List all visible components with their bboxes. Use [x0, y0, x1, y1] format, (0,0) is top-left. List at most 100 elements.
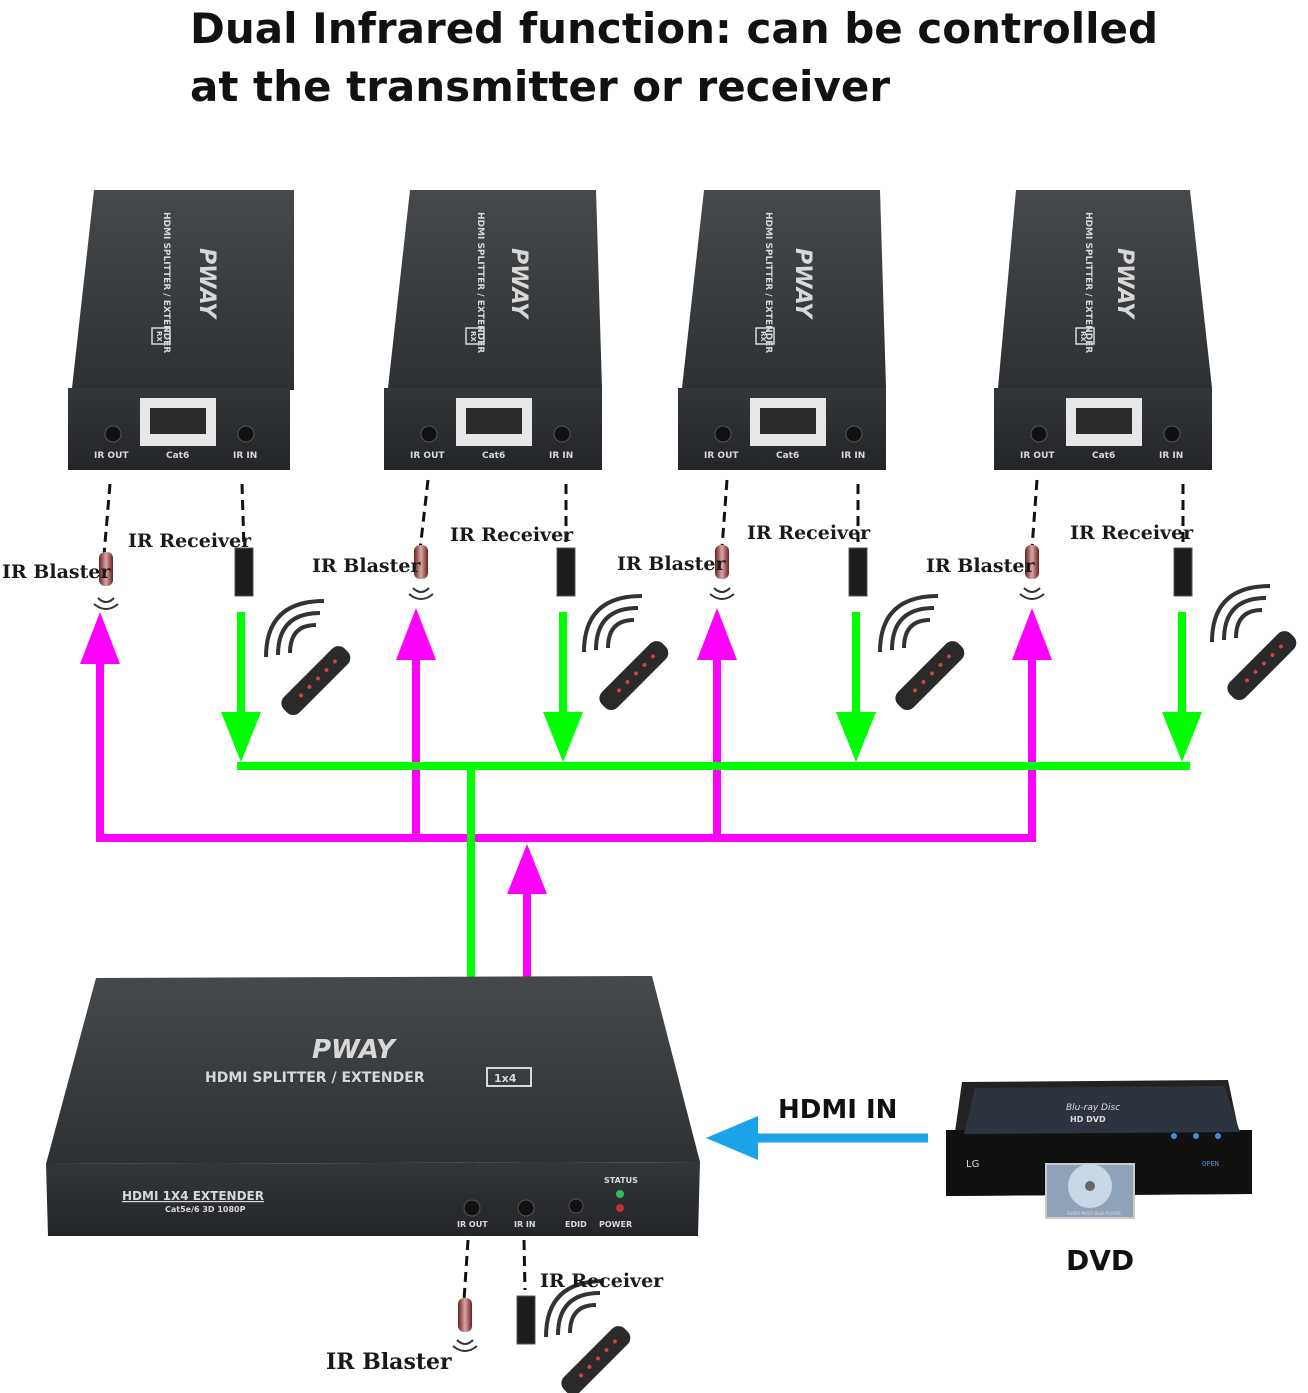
rx-ir-cables — [102, 479, 1185, 556]
ir-receiver-icon — [1173, 547, 1193, 597]
rx-brand-text: PWAY — [790, 248, 815, 320]
dvd-disc-logo: Blu-ray Disc — [1066, 1103, 1120, 1113]
magenta-arrow-up — [1012, 608, 1052, 660]
rx-model-text: HDMI SPLITTER / EXTENDER — [1083, 212, 1093, 353]
ir-out-label: IR OUT — [410, 451, 445, 461]
ir-in-label: IR IN — [1159, 451, 1183, 461]
hdmi-in-label: HDMI IN — [778, 1095, 897, 1125]
tx-model-text: HDMI SPLITTER / EXTENDER — [205, 1070, 425, 1086]
rx-brand-text: PWAY — [506, 248, 531, 320]
title-line-2: at the transmitter or receiver — [190, 62, 891, 111]
ir-blaster-label: IR Blaster — [312, 555, 421, 577]
ir-out-port[interactable] — [714, 425, 732, 443]
ir-in-port[interactable] — [1163, 425, 1181, 443]
cat6-label: Cat6 — [166, 451, 189, 461]
ir-blaster-icon — [408, 545, 434, 600]
tx-status-label: STATUS — [604, 1176, 638, 1185]
green-arrow-down — [836, 712, 876, 762]
remote-control-icon — [544, 1279, 637, 1393]
tx-status-led — [616, 1190, 624, 1198]
tx-ir-blaster-label: IR Blaster — [326, 1349, 452, 1375]
rx-brand-text: PWAY — [194, 248, 219, 320]
rx-badge: RX — [1079, 331, 1087, 342]
ir-receiver-label: IR Receiver — [450, 524, 574, 546]
tx-ir-cables — [462, 1239, 527, 1301]
ir-in-label: IR IN — [841, 451, 865, 461]
tx-brand-text: PWAY — [312, 1035, 398, 1065]
cat6-label: Cat6 — [1092, 451, 1115, 461]
ir-in-port[interactable] — [845, 425, 863, 443]
ir-in-port[interactable] — [553, 425, 571, 443]
ir-blaster-icon — [1019, 545, 1045, 600]
ir-blaster-label: IR Blaster — [617, 553, 726, 575]
ir-blaster-icon — [709, 545, 735, 600]
receiver-unit-3: PWAY HDMI SPLITTER / EXTENDER RX IR OUT … — [678, 190, 886, 470]
rx-brand-text: PWAY — [1112, 248, 1137, 320]
ir-blaster-label: IR Blaster — [2, 561, 111, 583]
ir-out-signal-arrowheads — [80, 608, 1052, 894]
dvd-hd-logo: HD DVD — [1070, 1115, 1106, 1124]
dvd-label: DVD — [1066, 1244, 1134, 1277]
rx-model-text: HDMI SPLITTER / EXTENDER — [475, 212, 485, 353]
tx-badge: 1x4 — [494, 1072, 517, 1085]
green-arrow-down — [543, 712, 583, 762]
remote-control-icon — [264, 599, 357, 721]
tx-power-label: POWER — [599, 1220, 632, 1229]
title-line-1: Dual Infrared function: can be controlle… — [190, 4, 1159, 53]
tx-ir-receiver-label: IR Receiver — [540, 1270, 664, 1292]
ir-out-port[interactable] — [1030, 425, 1048, 443]
green-arrow-down — [221, 712, 261, 762]
tx-panel-sub: Cat5e/6 3D 1080P — [165, 1205, 246, 1214]
magenta-arrow-up — [507, 844, 547, 894]
tx-ir-in-label: IR IN — [514, 1220, 536, 1229]
remote-control-icon — [1210, 584, 1303, 706]
ir-in-label: IR IN — [549, 451, 573, 461]
ir-receiver-label: IR Receiver — [128, 530, 252, 552]
ir-blaster-icon — [452, 1298, 478, 1352]
dvd-player-image: LG Blu-ray Disc HD DVD OPEN SUPER MULTI … — [946, 1080, 1252, 1219]
magenta-arrow-up — [697, 608, 737, 660]
tx-edid-button[interactable] — [568, 1198, 584, 1214]
tx-ir-out-label: IR OUT — [457, 1220, 488, 1229]
ir-out-label: IR OUT — [94, 451, 129, 461]
remote-control-icon — [878, 594, 971, 716]
dvd-tray-text: SUPER MULTI BLUE PLAYER — [1067, 1211, 1121, 1216]
ir-receiver-label: IR Receiver — [747, 522, 871, 544]
receiver-unit-2: PWAY HDMI SPLITTER / EXTENDER RX IR OUT … — [384, 190, 602, 470]
ir-receiver-icon — [556, 547, 576, 597]
ir-receiver-sensors — [234, 547, 1193, 597]
blue-arrow-left — [706, 1116, 758, 1160]
cat6-label: Cat6 — [482, 451, 505, 461]
cat6-label: Cat6 — [776, 451, 799, 461]
tx-power-led — [616, 1204, 624, 1212]
green-arrow-down — [1162, 712, 1202, 762]
diagram-title: Dual Infrared function: can be controlle… — [190, 0, 1190, 116]
ir-receiver-icon — [516, 1295, 536, 1345]
dvd-display-text: OPEN — [1202, 1160, 1219, 1168]
ir-blaster-icon — [93, 552, 119, 610]
rx-badge: RX — [155, 331, 163, 342]
transmitter-unit: PWAY HDMI SPLITTER / EXTENDER 1x4 HDMI 1… — [46, 976, 700, 1236]
receiver-unit-4: PWAY HDMI SPLITTER / EXTENDER RX IR OUT … — [994, 190, 1212, 470]
ir-blaster-emitters — [93, 545, 1045, 610]
receiver-unit-1: PWAY HDMI SPLITTER / EXTENDER RX IR OUT … — [68, 190, 294, 470]
ir-out-port[interactable] — [104, 425, 122, 443]
magenta-arrow-up — [396, 608, 436, 660]
tx-panel-title: HDMI 1X4 EXTENDER — [122, 1189, 264, 1203]
ir-in-label: IR IN — [233, 451, 257, 461]
tx-ir-out-port[interactable] — [463, 1199, 481, 1217]
remote-control-icon — [582, 594, 675, 716]
rx-badge: RX — [469, 331, 477, 342]
rx-model-text: HDMI SPLITTER / EXTENDER — [763, 212, 773, 353]
ir-receiver-icon — [848, 547, 868, 597]
tx-ir-in-port[interactable] — [517, 1199, 535, 1217]
ir-out-label: IR OUT — [1020, 451, 1055, 461]
ir-receiver-label: IR Receiver — [1070, 522, 1194, 544]
ir-receiver-icon — [234, 547, 254, 597]
ir-out-label: IR OUT — [704, 451, 739, 461]
ir-in-port[interactable] — [237, 425, 255, 443]
hdmi-in-arrow — [706, 1116, 928, 1160]
ir-out-port[interactable] — [420, 425, 438, 443]
rx-model-text: HDMI SPLITTER / EXTENDER — [161, 212, 171, 353]
